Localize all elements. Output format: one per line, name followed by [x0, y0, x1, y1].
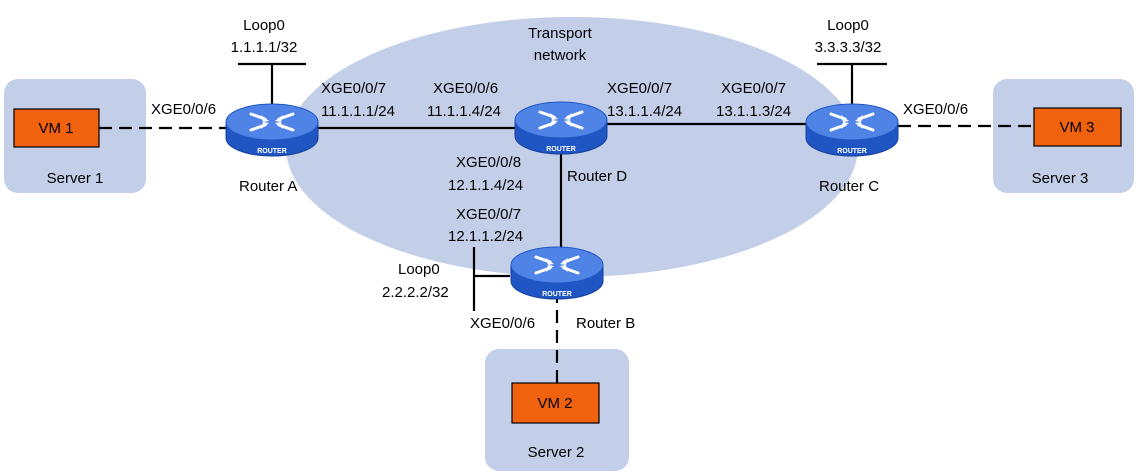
server-3-label: Server 3 — [1032, 170, 1089, 187]
router-a-server-interface: XGE0/0/6 — [151, 101, 216, 118]
router-b-ip-to-d: 12.1.1.2/24 — [448, 228, 523, 245]
router-c-loop-label: Loop0 — [827, 17, 869, 34]
router-d-icon-text: ROUTER — [546, 146, 576, 153]
router-c-name: Router C — [819, 178, 879, 195]
router-a[interactable]: ROUTER — [224, 102, 320, 158]
router-d-interface-to-c: XGE0/0/7 — [607, 80, 672, 97]
router-b[interactable]: ROUTER — [509, 245, 605, 301]
router-a-icon-text: ROUTER — [257, 148, 287, 155]
router-a-ip-to-d: 11.1.1.1/24 — [321, 103, 395, 120]
router-b-icon-text: ROUTER — [542, 291, 572, 298]
router-c-loop-ip: 3.3.3.3/32 — [815, 39, 882, 56]
vm-2-box[interactable] — [511, 382, 600, 424]
vm-2-label: VM 2 — [537, 395, 572, 412]
router-a-loop-label: Loop0 — [243, 17, 285, 34]
router-a-name: Router A — [239, 178, 297, 195]
router-b-loop-ip: 2.2.2.2/32 — [382, 284, 449, 301]
router-c-icon-text: ROUTER — [837, 148, 867, 155]
router-a-loop-ip: 1.1.1.1/32 — [231, 39, 298, 56]
router-d[interactable]: ROUTER — [513, 100, 609, 156]
server-2[interactable]: VM 2 Server 2 — [485, 349, 629, 471]
vm-1-label: VM 1 — [38, 120, 73, 137]
router-c-server-interface: XGE0/0/6 — [903, 101, 968, 118]
server-2-label: Server 2 — [528, 444, 585, 461]
vm-1-box[interactable] — [13, 108, 100, 148]
router-c[interactable]: ROUTER — [804, 102, 900, 158]
router-b-interface-to-d: XGE0/0/7 — [456, 206, 521, 223]
router-d-ip-to-c: 13.1.1.4/24 — [607, 103, 682, 120]
router-b-loop-label: Loop0 — [398, 261, 440, 278]
vm-3-box[interactable] — [1033, 107, 1122, 147]
router-d-ip-to-b: 12.1.1.4/24 — [448, 177, 523, 194]
router-d-name: Router D — [567, 168, 627, 185]
transport-network-label-line2: network — [534, 47, 587, 64]
router-d-ip-to-a: 11.1.1.4/24 — [427, 103, 501, 120]
router-a-interface-to-d: XGE0/0/7 — [321, 80, 386, 97]
vm-3-label: VM 3 — [1059, 119, 1094, 136]
transport-network-label: Transport — [528, 25, 592, 42]
router-c-ip-to-d: 13.1.1.3/24 — [716, 103, 791, 120]
server-3[interactable]: VM 3 Server 3 — [993, 79, 1134, 193]
server-1[interactable]: VM 1 Server 1 — [4, 79, 146, 193]
router-d-interface-to-b: XGE0/0/8 — [456, 154, 521, 171]
router-b-server-interface: XGE0/0/6 — [470, 315, 535, 332]
router-d-interface-to-a: XGE0/0/6 — [433, 80, 498, 97]
router-b-name: Router B — [576, 315, 635, 332]
server-1-label: Server 1 — [47, 170, 104, 187]
router-c-interface-to-d: XGE0/0/7 — [721, 80, 786, 97]
